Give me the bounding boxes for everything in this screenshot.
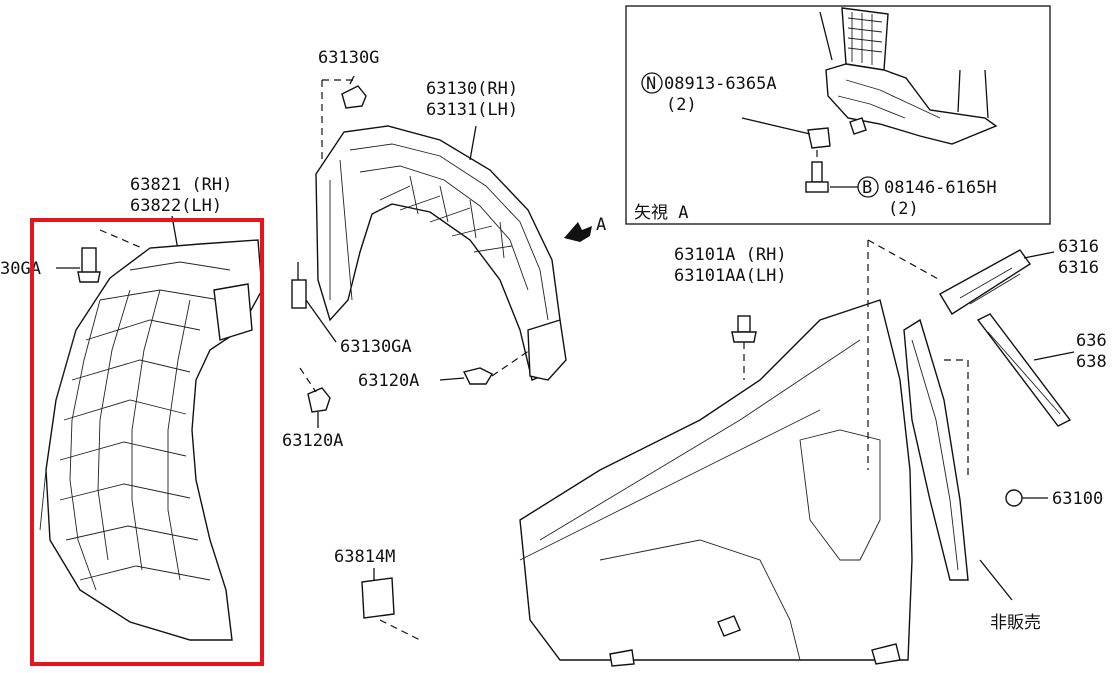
inset-bolt-icon bbox=[805, 150, 829, 193]
label-mudguard-rh: 63821 (RH) bbox=[130, 175, 232, 195]
inset-bracket bbox=[807, 7, 998, 149]
label-63130ga: 63130GA bbox=[340, 337, 412, 357]
inset-view-caption: 矢視 A bbox=[634, 203, 688, 223]
view-arrow-icon bbox=[564, 222, 592, 242]
screw-63120a-upper-part bbox=[462, 349, 531, 385]
label-63100: 63100 bbox=[1052, 489, 1103, 509]
inset-nut-leader bbox=[741, 117, 811, 135]
clip-63100-icon bbox=[1005, 489, 1023, 507]
label-right-2: 6316 bbox=[1058, 258, 1099, 278]
fender-protector-part bbox=[315, 125, 567, 381]
right-pillar-part bbox=[903, 318, 969, 581]
leader-right-1 bbox=[1023, 251, 1055, 259]
label-not-for-sale: 非販売 bbox=[990, 613, 1041, 633]
label-right-4: 638 bbox=[1076, 352, 1107, 372]
mudguard-dash-line bbox=[99, 229, 143, 249]
highlight-box bbox=[30, 218, 264, 666]
label-screw-upper: 63120A bbox=[358, 371, 419, 391]
label-63814m: 63814M bbox=[334, 547, 395, 567]
clip-63130ga-part bbox=[291, 262, 307, 309]
label-63130g: 63130G bbox=[318, 48, 379, 68]
bottom-clip-part bbox=[609, 615, 901, 667]
leader-right-3 bbox=[1033, 351, 1075, 361]
leader-screw-upper bbox=[439, 377, 465, 381]
label-right-1: 6316 bbox=[1058, 237, 1099, 257]
label-mudguard-lh: 63822(LH) bbox=[130, 196, 222, 216]
clip-left-part bbox=[77, 247, 101, 283]
right-seal-part bbox=[976, 313, 1072, 427]
label-screw-lower: 63120A bbox=[282, 431, 343, 451]
label-protector-lh: 63131(LH) bbox=[426, 100, 518, 120]
right-bracket-upper-part bbox=[939, 249, 1031, 315]
leader-protector bbox=[469, 125, 477, 161]
inset-view-a: N 08913-6365A (2) B 08146-6165H (2) 矢視 A bbox=[625, 5, 1051, 225]
bolt-63101a-icon bbox=[731, 315, 757, 380]
inset-frame bbox=[625, 5, 1051, 225]
seal-63814m-part bbox=[361, 577, 421, 641]
mudguard-part bbox=[39, 239, 263, 641]
label-clip-left-partial: 30GA bbox=[0, 259, 41, 279]
label-fender-lh: 63101AA(LH) bbox=[674, 266, 787, 286]
label-right-3: 636 bbox=[1076, 331, 1107, 351]
inset-bolt-symbol: B bbox=[862, 178, 872, 198]
label-view-arrow: A bbox=[596, 215, 606, 235]
label-fender-rh: 63101A (RH) bbox=[674, 245, 787, 265]
nut-symbol-circle bbox=[641, 72, 663, 94]
inset-nut-qty: (2) bbox=[666, 95, 697, 115]
inset-nut-part: 08913-6365A bbox=[664, 74, 777, 94]
inset-bolt-qty: (2) bbox=[888, 199, 919, 219]
label-protector-rh: 63130(RH) bbox=[426, 79, 518, 99]
inset-bolt-part: 08146-6165H bbox=[884, 178, 997, 198]
leader-not-for-sale bbox=[979, 559, 1013, 601]
screw-63120a-lower-part bbox=[299, 367, 331, 413]
fender-part bbox=[519, 239, 941, 661]
leader-63130ga bbox=[305, 299, 337, 343]
inset-nut-symbol: N bbox=[646, 74, 656, 94]
